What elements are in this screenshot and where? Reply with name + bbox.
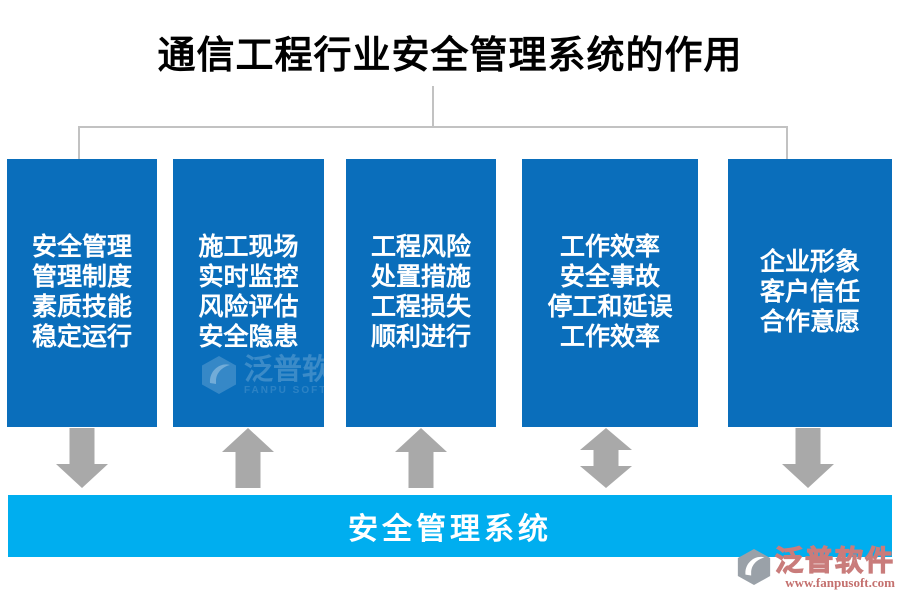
box-text-line: 安全管理 xyxy=(31,234,132,261)
system-bar: 安全管理系统 xyxy=(8,495,892,557)
box-text-line: 工程损失 xyxy=(370,294,471,321)
box-text-line: 安全事故 xyxy=(559,264,660,291)
box-text-line: 客户信任 xyxy=(759,279,860,306)
system-bar-label: 安全管理系统 xyxy=(348,513,552,546)
fanpu-footer-name: 泛普软件 xyxy=(774,546,895,577)
benefit-box-site-monitoring: 施工现场 实时监控 风险评估 安全隐患 泛普软件 FANPU SOFTWARE xyxy=(173,159,363,427)
box-text-line: 合作意愿 xyxy=(759,309,860,336)
box-text: 工作效率 安全事故 停工和延误 工作效率 xyxy=(547,233,672,353)
box-text-line: 工作效率 xyxy=(559,324,660,351)
benefit-box-risk-handling: 工程风险 处置措施 工程损失 顺利进行 xyxy=(346,159,496,427)
box-text-line: 实时监控 xyxy=(198,264,299,291)
double-arrow-icon xyxy=(579,428,633,488)
box-text: 安全管理 管理制度 素质技能 稳定运行 xyxy=(32,233,132,353)
box-text-line: 工作效率 xyxy=(559,234,660,261)
box-text-line: 顺利进行 xyxy=(370,324,471,351)
box-text-line: 处置措施 xyxy=(370,264,471,291)
box-text: 工程风险 处置措施 工程损失 顺利进行 xyxy=(371,233,471,353)
fanpu-logo-icon xyxy=(202,356,236,394)
box-text: 施工现场 实时监控 风险评估 安全隐患 xyxy=(198,233,298,353)
fanpu-logo-icon xyxy=(737,548,771,586)
fanpu-watermark: 泛普软件 FANPU SOFTWARE xyxy=(199,355,365,396)
box-text-line: 管理制度 xyxy=(31,264,132,291)
box-text-line: 施工现场 xyxy=(198,234,299,261)
connector-horizontal xyxy=(78,126,788,128)
down-arrow-icon xyxy=(55,428,109,488)
up-arrow-icon xyxy=(221,428,275,488)
diagram-title: 通信工程行业安全管理系统的作用 xyxy=(157,35,743,77)
box-text-line: 风险评估 xyxy=(198,294,299,321)
benefit-box-safety-management: 安全管理 管理制度 素质技能 稳定运行 xyxy=(7,159,157,427)
connector-drop-right xyxy=(786,126,788,160)
box-text-line: 企业形象 xyxy=(759,249,860,276)
connector-vertical-top xyxy=(432,86,434,127)
benefit-box-company-image: 企业形象 客户信任 合作意愿 xyxy=(728,159,892,427)
box-text-line: 安全隐患 xyxy=(198,324,299,351)
box-text-line: 稳定运行 xyxy=(31,324,132,351)
down-arrow-icon xyxy=(781,428,835,488)
box-text-line: 素质技能 xyxy=(31,294,132,321)
up-arrow-icon xyxy=(394,428,448,488)
benefit-box-work-efficiency: 工作效率 安全事故 停工和延误 工作效率 xyxy=(522,159,698,427)
box-text: 企业形象 客户信任 合作意愿 xyxy=(760,248,860,338)
connector-drop-left xyxy=(78,126,80,160)
fanpu-footer-logo: 泛普软件 www.fanpusoft.com xyxy=(735,546,895,590)
fanpu-footer-url: www.fanpusoft.com xyxy=(785,575,895,590)
box-text-line: 工程风险 xyxy=(370,234,471,261)
box-text-line: 停工和延误 xyxy=(547,294,673,321)
